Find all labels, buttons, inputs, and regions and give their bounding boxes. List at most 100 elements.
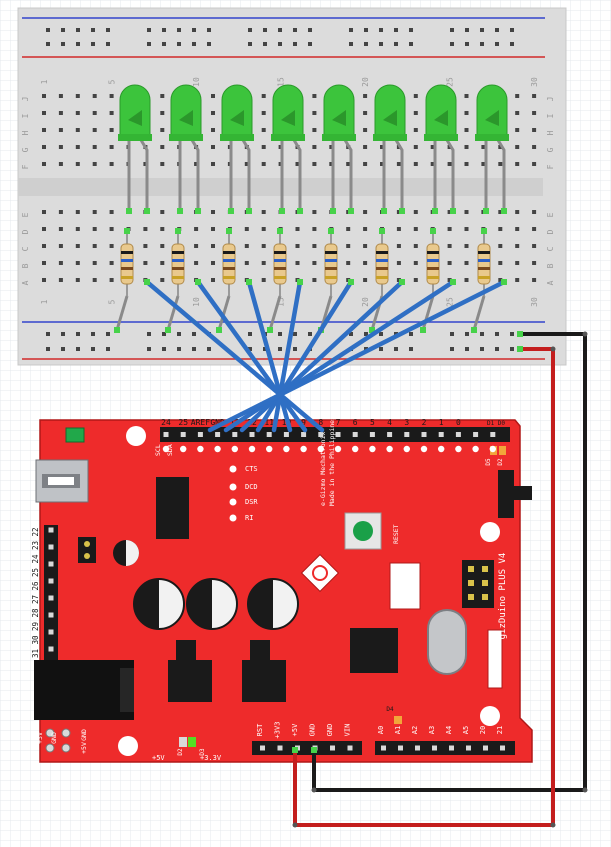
- breadboard-hole: [92, 227, 97, 231]
- maker-line-1: e-Gizmo Mechatronix: [319, 432, 327, 506]
- header-pad: [455, 445, 462, 453]
- led-anode-leg: [445, 139, 455, 212]
- rail-hole: [409, 347, 413, 351]
- rail-hole: [91, 347, 95, 351]
- breadboard-hole: [261, 145, 266, 149]
- led-label-d2: D2: [177, 748, 184, 756]
- led-leg-contact: [450, 208, 456, 214]
- led-leg-contact: [195, 208, 201, 214]
- header-pin: [438, 432, 444, 437]
- breadboard-hole: [363, 278, 368, 282]
- rail-hole: [147, 332, 151, 336]
- rail-hole: [450, 28, 454, 32]
- rail-hole: [293, 28, 297, 32]
- row-letter-left: D: [21, 229, 30, 234]
- rail-hole: [510, 347, 514, 351]
- rail-hole: [480, 347, 484, 351]
- rail-hole: [409, 332, 413, 336]
- power-pin-label: RST: [256, 723, 264, 736]
- rail-hole: [106, 42, 110, 46]
- green-led: [475, 84, 509, 141]
- rail-hole: [147, 28, 151, 32]
- rail-hole: [192, 332, 196, 336]
- header-pin: [449, 745, 454, 751]
- white-component: [487, 629, 503, 689]
- breadboard-hole: [396, 278, 401, 282]
- column-number-top: 15: [277, 77, 286, 87]
- breadboard-hole: [109, 145, 114, 149]
- rail-hole: [263, 28, 267, 32]
- green-led: [322, 84, 356, 141]
- breadboard-hole: [244, 244, 249, 248]
- rail-hole: [510, 42, 514, 46]
- board-name: gizDuino PLUS V4: [498, 553, 508, 640]
- aux-power-label: GND: [80, 729, 88, 741]
- aux-power-pin: [61, 743, 71, 753]
- signal-wires: [144, 279, 507, 433]
- usb-port-tongue: [48, 477, 74, 485]
- digital-pin-label: AREF: [191, 418, 210, 427]
- resistor: [324, 228, 338, 296]
- rail-hole: [91, 28, 95, 32]
- left-pin-label: 28: [31, 608, 40, 618]
- breadboard-hole: [413, 94, 418, 98]
- digital-pin-label: 11: [264, 418, 274, 427]
- rail-hole: [46, 332, 50, 336]
- power-pin-label: GND: [326, 724, 334, 737]
- breadboard-hole: [363, 162, 368, 166]
- column-number-bottom: 1: [40, 299, 49, 304]
- header-pin: [232, 432, 238, 437]
- breadboard-hole: [464, 162, 469, 166]
- slide-switch[interactable]: [498, 470, 514, 518]
- rail-hole: [91, 42, 95, 46]
- wire-bend: [292, 822, 298, 828]
- mounting-hole: [480, 706, 500, 726]
- led-anode-leg: [343, 139, 353, 212]
- reset-button[interactable]: [344, 512, 382, 550]
- rail-hole: [147, 42, 151, 46]
- breadboard-hole: [515, 145, 520, 149]
- breadboard-hole: [413, 210, 418, 214]
- led-leg-contact: [177, 208, 183, 214]
- led-leg-contact: [126, 208, 132, 214]
- column-number-bottom: 30: [530, 297, 539, 307]
- breadboard-hole: [413, 278, 418, 282]
- resistor: [477, 228, 491, 296]
- breadboard-hole: [42, 145, 46, 149]
- breadboard-hole: [109, 227, 114, 231]
- led-leg-contact: [228, 208, 234, 214]
- rail-hole: [162, 347, 166, 351]
- signal-wire: [195, 279, 308, 433]
- breadboard-hole: [413, 244, 418, 248]
- rail-hole: [495, 332, 499, 336]
- breadboard-hole: [346, 227, 351, 231]
- header-pad: [248, 445, 256, 453]
- breadboard-hole: [363, 227, 368, 231]
- wire-contact: [144, 279, 150, 285]
- rail-contact: [114, 327, 120, 333]
- digital-pin-label: 24: [161, 418, 171, 427]
- breadboard-hole: [363, 128, 368, 132]
- rail-hole: [480, 28, 484, 32]
- rail-hole: [106, 28, 110, 32]
- wire-contact: [450, 279, 456, 285]
- breadboard-hole: [447, 227, 452, 231]
- row-letter-left: C: [21, 246, 30, 251]
- breadboard-hole: [295, 261, 300, 265]
- breadboard-hole: [532, 145, 537, 149]
- rail-hole: [177, 42, 181, 46]
- column-number-top: 25: [446, 77, 455, 87]
- breadboard-hole: [160, 128, 165, 132]
- digital-pin-label: 3: [404, 418, 409, 427]
- column-number-top: 10: [192, 77, 201, 87]
- breadboard-hole: [363, 111, 368, 115]
- breadboard-hole: [430, 162, 435, 166]
- column-number-bottom: 10: [192, 297, 201, 307]
- header-pad: [300, 445, 307, 453]
- breadboard-hole: [109, 162, 114, 166]
- header-pad: [386, 445, 393, 453]
- rail-hole: [61, 332, 65, 336]
- rail-hole: [76, 332, 80, 336]
- header-pin: [352, 432, 358, 437]
- rail-hole: [349, 28, 353, 32]
